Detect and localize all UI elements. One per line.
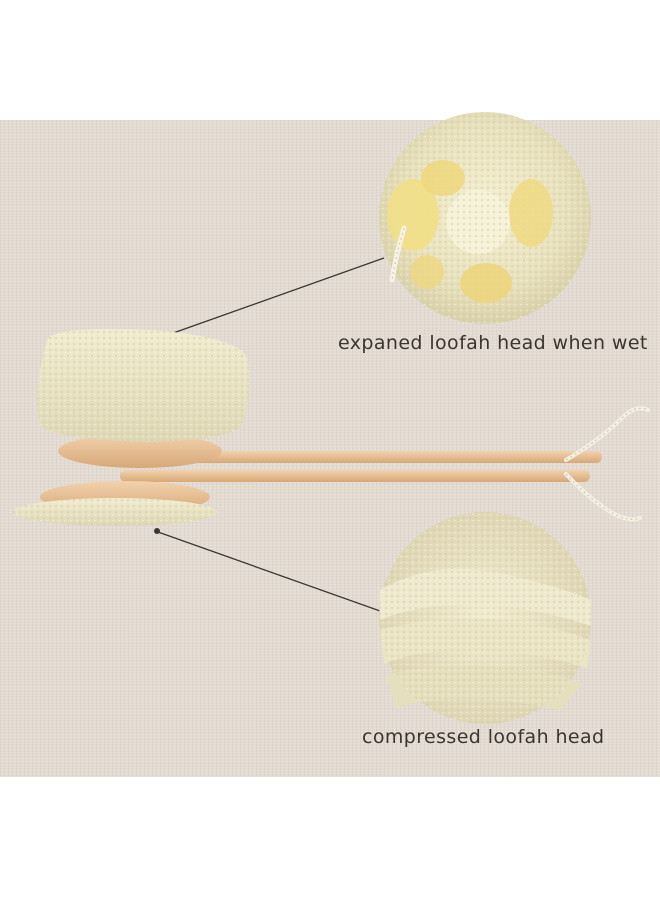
compressed-loofah-closeup xyxy=(379,512,591,724)
expanded-loofah-caption: expaned loofah head when wet xyxy=(338,332,648,354)
pointer-lines xyxy=(154,257,385,613)
back-brush xyxy=(13,329,650,526)
compressed-loofah-caption: compressed loofah head xyxy=(362,726,605,748)
expanded-loofah-closeup xyxy=(379,112,591,324)
